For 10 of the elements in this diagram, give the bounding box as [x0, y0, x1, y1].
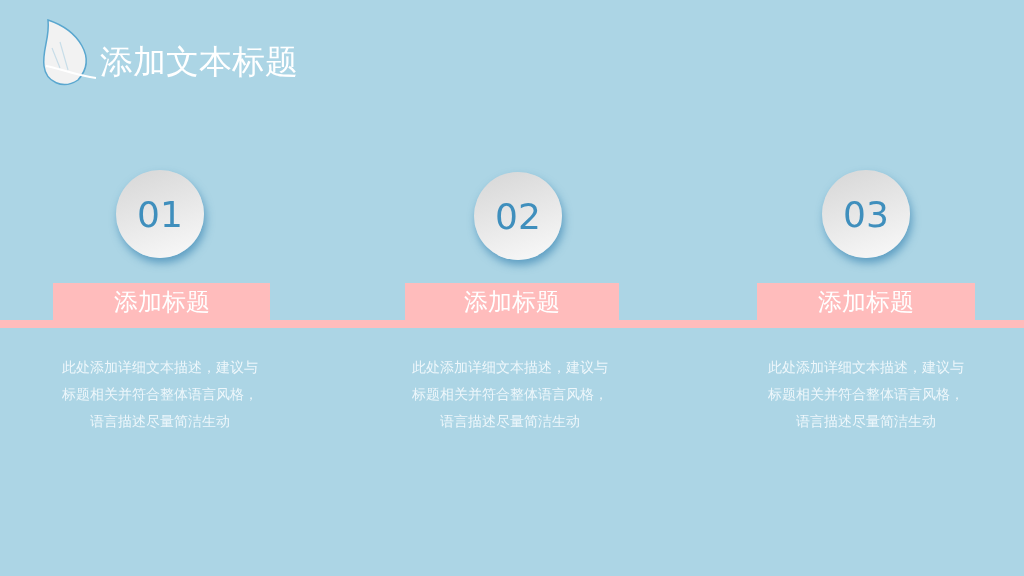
description-text: 此处添加详细文本描述，建议与标题相关并符合整体语言风格，语言描述尽量简洁生动: [767, 358, 965, 431]
number-circle: 03: [822, 170, 910, 258]
heading-tab: 添加标题: [757, 283, 975, 321]
number-circle: 01: [116, 170, 204, 258]
description-text: 此处添加详细文本描述，建议与标题相关并符合整体语言风格，语言描述尽量简洁生动: [61, 358, 259, 431]
description-text: 此处添加详细文本描述，建议与标题相关并符合整体语言风格，语言描述尽量简洁生动: [411, 358, 609, 431]
number-circle: 02: [474, 172, 562, 260]
slide-title: 添加文本标题: [100, 41, 298, 83]
heading-tab: 添加标题: [53, 283, 270, 321]
heading-tab: 添加标题: [405, 283, 619, 321]
